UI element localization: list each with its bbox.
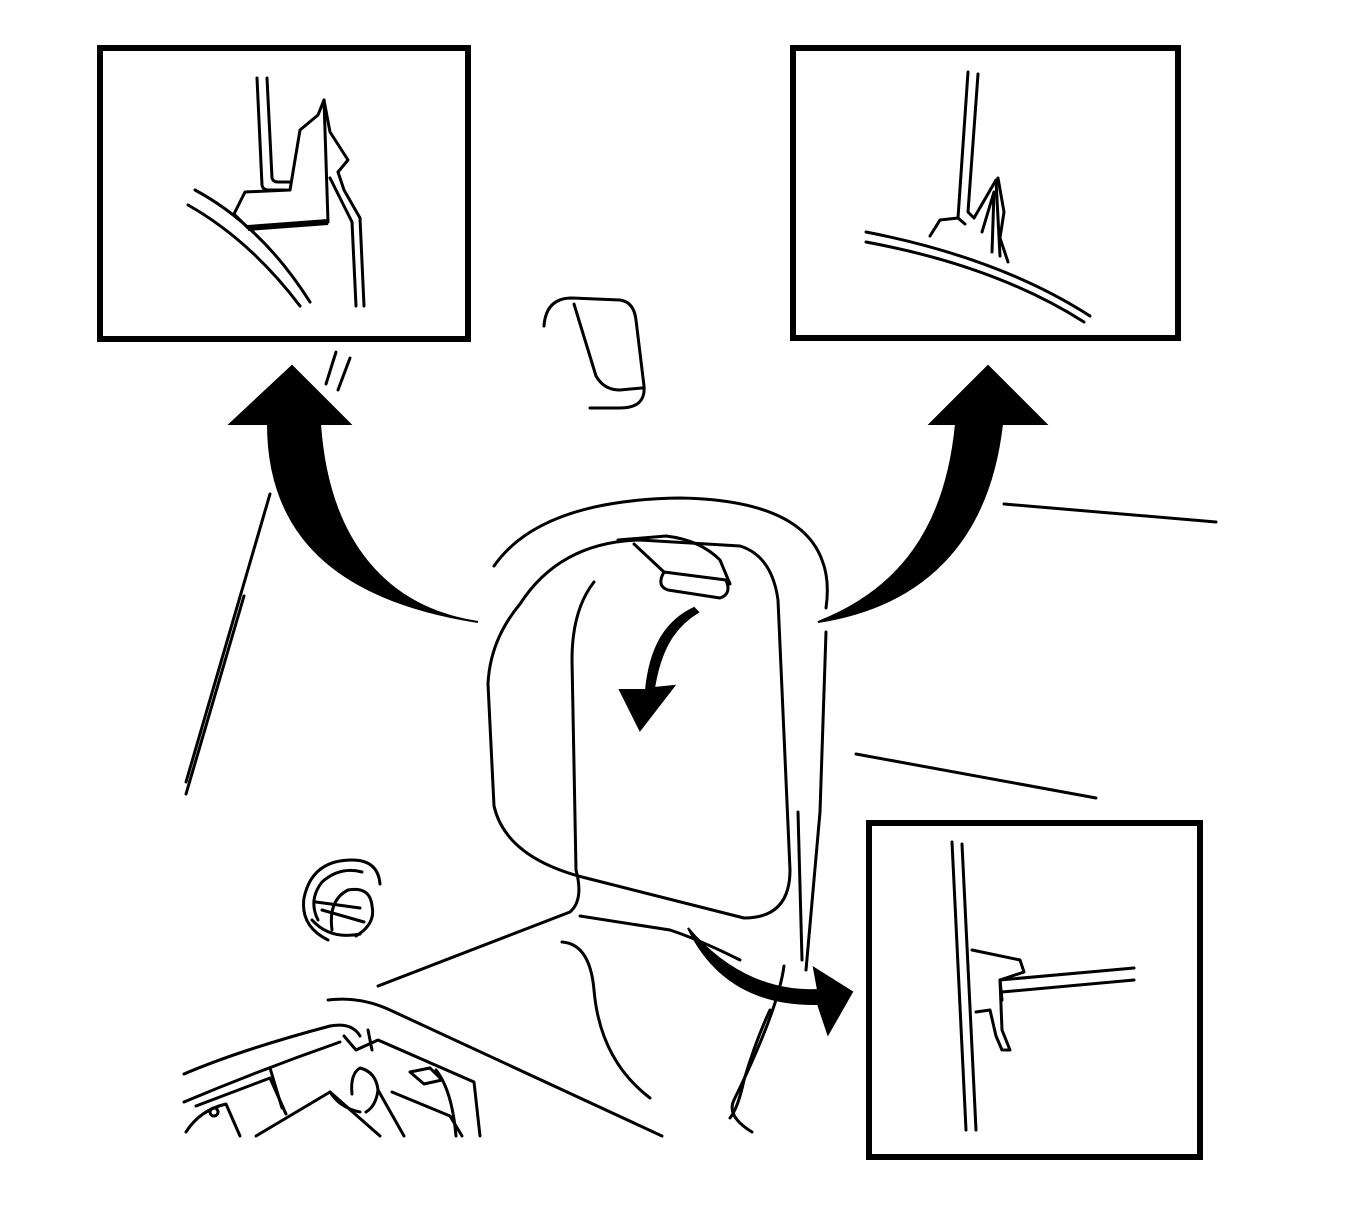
lower-left-mechanism (182, 1023, 482, 1138)
detail-frame-upper-left (97, 45, 471, 342)
removal-direction-arrow (618, 606, 700, 732)
floor-contour-c (730, 964, 786, 1134)
left-trim-line-a (184, 492, 272, 784)
panel-fold-right (796, 810, 804, 962)
right-body-line-lower (854, 752, 1098, 800)
panel-base-left (376, 868, 581, 988)
left-trim-line-b (184, 594, 246, 796)
detail-view-clip-upper-left (97, 45, 471, 342)
right-body-line-upper (1002, 502, 1218, 524)
detail-view-clip-upper-right (790, 45, 1181, 341)
access-panel (486, 538, 792, 920)
callout-arrow-lower-right (687, 927, 854, 1037)
left-trim-line-c (324, 350, 338, 386)
clip-base-thick-line (247, 219, 329, 231)
panel-tab-lip (632, 542, 666, 574)
panel-right-edge (804, 630, 828, 972)
floor-edge (326, 997, 664, 1138)
left-trim-line-d (336, 356, 352, 392)
floor-contour-a (560, 940, 652, 1100)
panel-base-right (578, 914, 742, 962)
callout-arrow-upper-left (227, 364, 479, 623)
vehicle-interior-scene (182, 296, 1218, 1138)
tie-down-loop (302, 858, 382, 942)
callout-arrow-upper-right (817, 364, 1049, 623)
detail-frame-upper-right (790, 45, 1181, 341)
upper-bracket-inner (572, 302, 644, 392)
panel-tab (616, 534, 732, 586)
panel-inner-line (570, 580, 596, 872)
panel-surround (492, 496, 829, 610)
detail-view-clip-lower-right (866, 820, 1203, 1160)
upper-bracket (542, 296, 646, 410)
panel-tab-slot (659, 570, 730, 600)
